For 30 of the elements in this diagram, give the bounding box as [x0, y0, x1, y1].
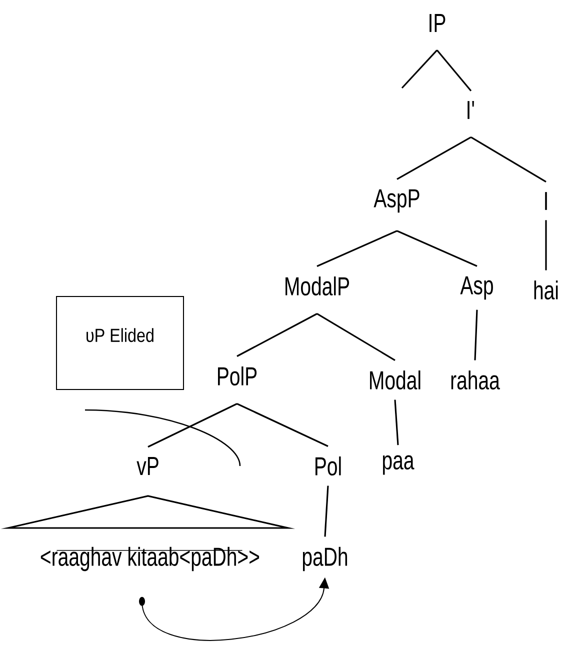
- tree-branch: [236, 313, 318, 357]
- tree-label: Modal: [370, 370, 420, 390]
- tree-branch: [236, 403, 328, 447]
- tree-branch: [396, 136, 472, 180]
- tree-branch: [396, 230, 478, 267]
- tree-label: hai: [534, 280, 558, 300]
- tree-branch: [470, 136, 546, 183]
- tree-label: Asp: [460, 276, 493, 300]
- tree-label: vP: [136, 457, 158, 475]
- tree-branch: [545, 220, 547, 270]
- tree-label: ModalP: [286, 276, 350, 296]
- tree-label: Pol: [316, 456, 341, 476]
- tree-branch: [436, 50, 472, 92]
- tree-branch: [324, 486, 329, 537]
- tree-branch: [148, 403, 238, 448]
- tree-label: paa: [382, 455, 414, 475]
- tree-branch: [401, 50, 438, 89]
- tree-label: I: [545, 192, 547, 210]
- tree-label: I': [468, 101, 474, 119]
- tree-label: paDh: [302, 546, 348, 572]
- tree-branch: [316, 230, 398, 267]
- tree-label: PolP: [218, 366, 257, 386]
- tree-label: IP: [430, 14, 446, 32]
- tree-branch: [394, 400, 399, 446]
- struck-out-phrase: <raaghav kitaab<paDh>>: [40, 546, 260, 572]
- tree-branch: [474, 310, 478, 360]
- tree-branch: [316, 313, 396, 361]
- elided-box: υP Elided: [56, 296, 184, 390]
- tree-label: AspP: [374, 189, 420, 213]
- tree-label: rahaa: [451, 370, 500, 390]
